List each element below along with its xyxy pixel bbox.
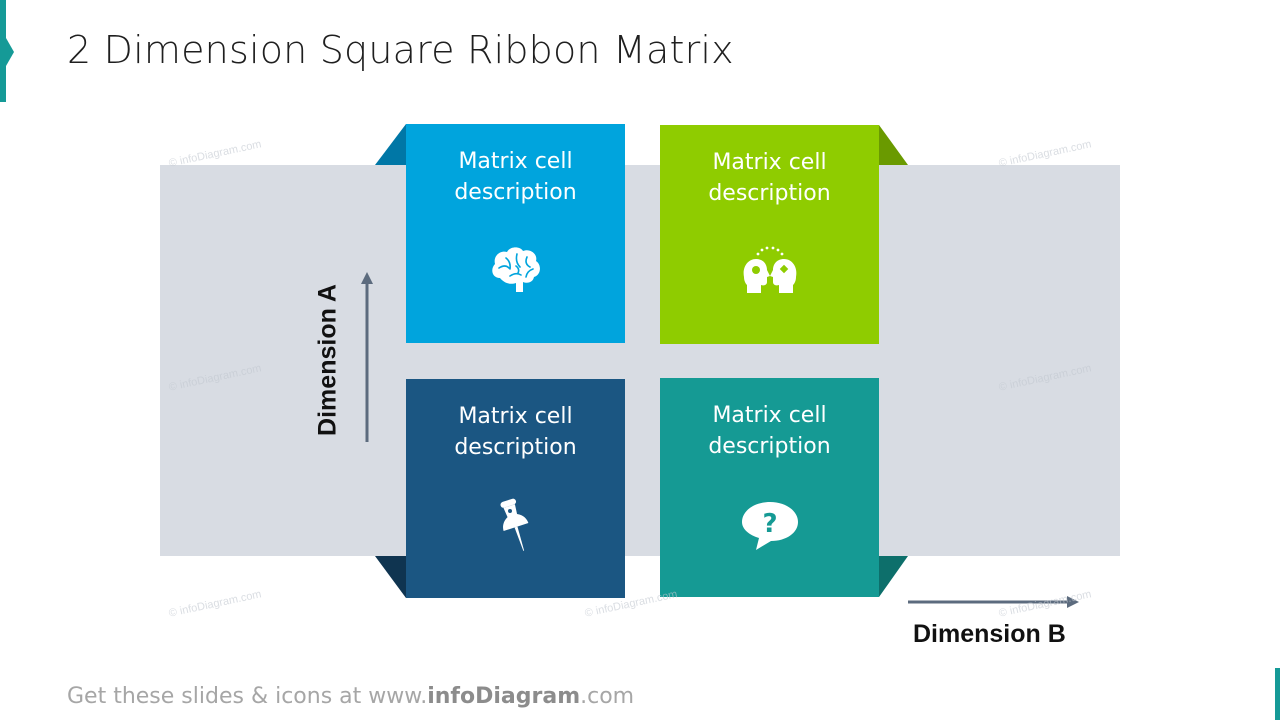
cell-description: Matrix cell description xyxy=(708,403,831,459)
pushpin-icon xyxy=(500,498,529,551)
cell-description: Matrix cell description xyxy=(454,404,577,460)
cell-description: Matrix cell description xyxy=(454,149,577,205)
matrix-cell-top-left: Matrix cell description xyxy=(406,124,625,343)
ribbon-fold-bottom-left xyxy=(375,556,406,598)
right-accent-bar xyxy=(1275,668,1280,720)
dimension-a-label: Dimension A xyxy=(313,284,342,436)
ribbon-fold-bottom-right xyxy=(879,556,908,597)
matrix-cell-bottom-left: Matrix cell description xyxy=(406,379,625,598)
footer-brand: infoDiagram xyxy=(427,684,581,709)
footer-credit: Get these slides & icons at www.infoDiag… xyxy=(67,684,634,709)
svg-text:?: ? xyxy=(762,509,777,539)
question-bubble-icon: ? xyxy=(742,502,798,550)
dimension-a-arrow xyxy=(361,272,373,442)
ribbon-band xyxy=(160,165,1120,556)
matrix-cell-bottom-right: Matrix cell description ? xyxy=(660,378,879,597)
dimension-b-label: Dimension B xyxy=(913,620,1066,648)
watermark: © infoDiagram.com xyxy=(167,588,263,620)
matrix-cell-top-right: Matrix cell description xyxy=(660,125,879,344)
cell-description: Matrix cell description xyxy=(708,150,831,206)
left-accent-bar xyxy=(0,0,6,102)
left-accent-tip xyxy=(6,38,14,66)
dimension-b-arrow xyxy=(908,596,1079,608)
footer-suffix: .com xyxy=(580,684,635,709)
ribbon-fold-top-left xyxy=(375,124,406,165)
brain-icon xyxy=(492,247,540,292)
footer-prefix: Get these slides & icons at www. xyxy=(67,684,428,709)
two-heads-idea-icon xyxy=(743,246,797,293)
slide-title: 2 Dimension Square Ribbon Matrix xyxy=(67,28,734,72)
ribbon-fold-top-right xyxy=(879,125,908,165)
